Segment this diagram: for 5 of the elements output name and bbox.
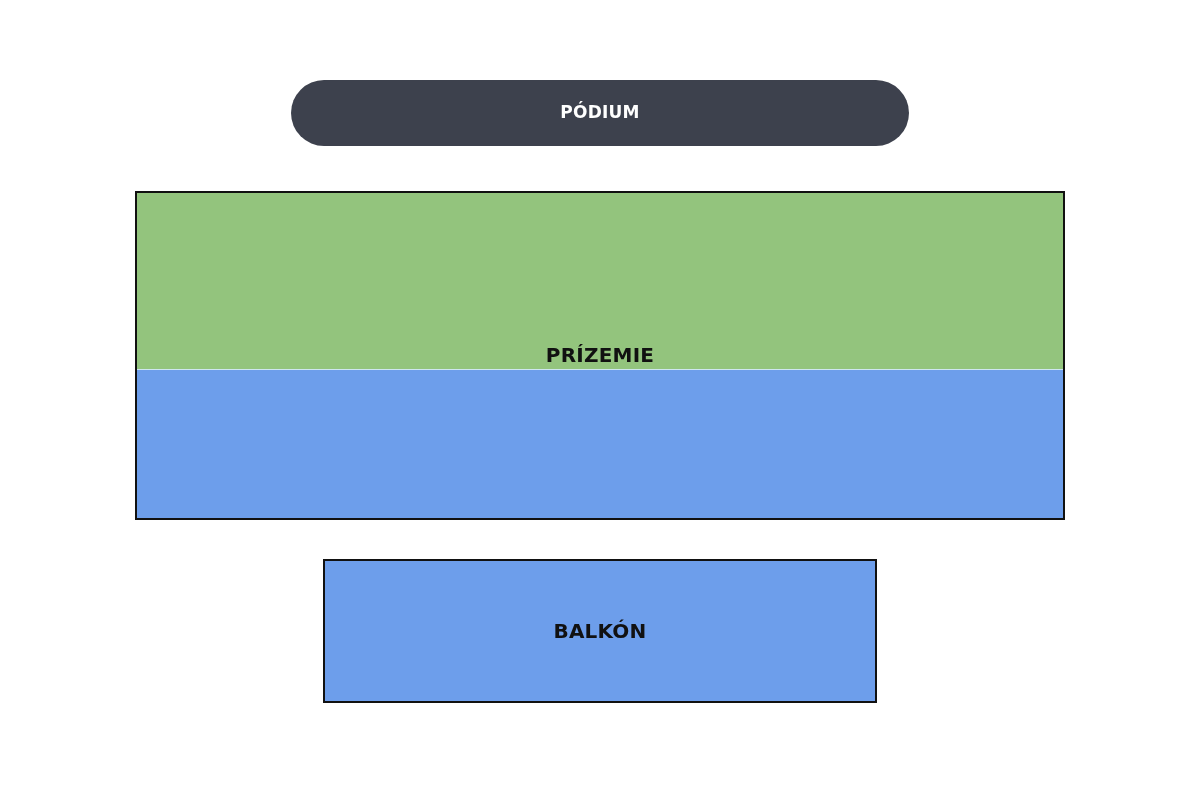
area-label: BALKÓN: [553, 618, 647, 644]
seating-area-box: [135, 191, 1065, 520]
seating-area-box: [323, 559, 877, 703]
area-label: PRÍZEMIE: [545, 343, 655, 368]
area-label: PÓDIUM: [560, 102, 640, 124]
